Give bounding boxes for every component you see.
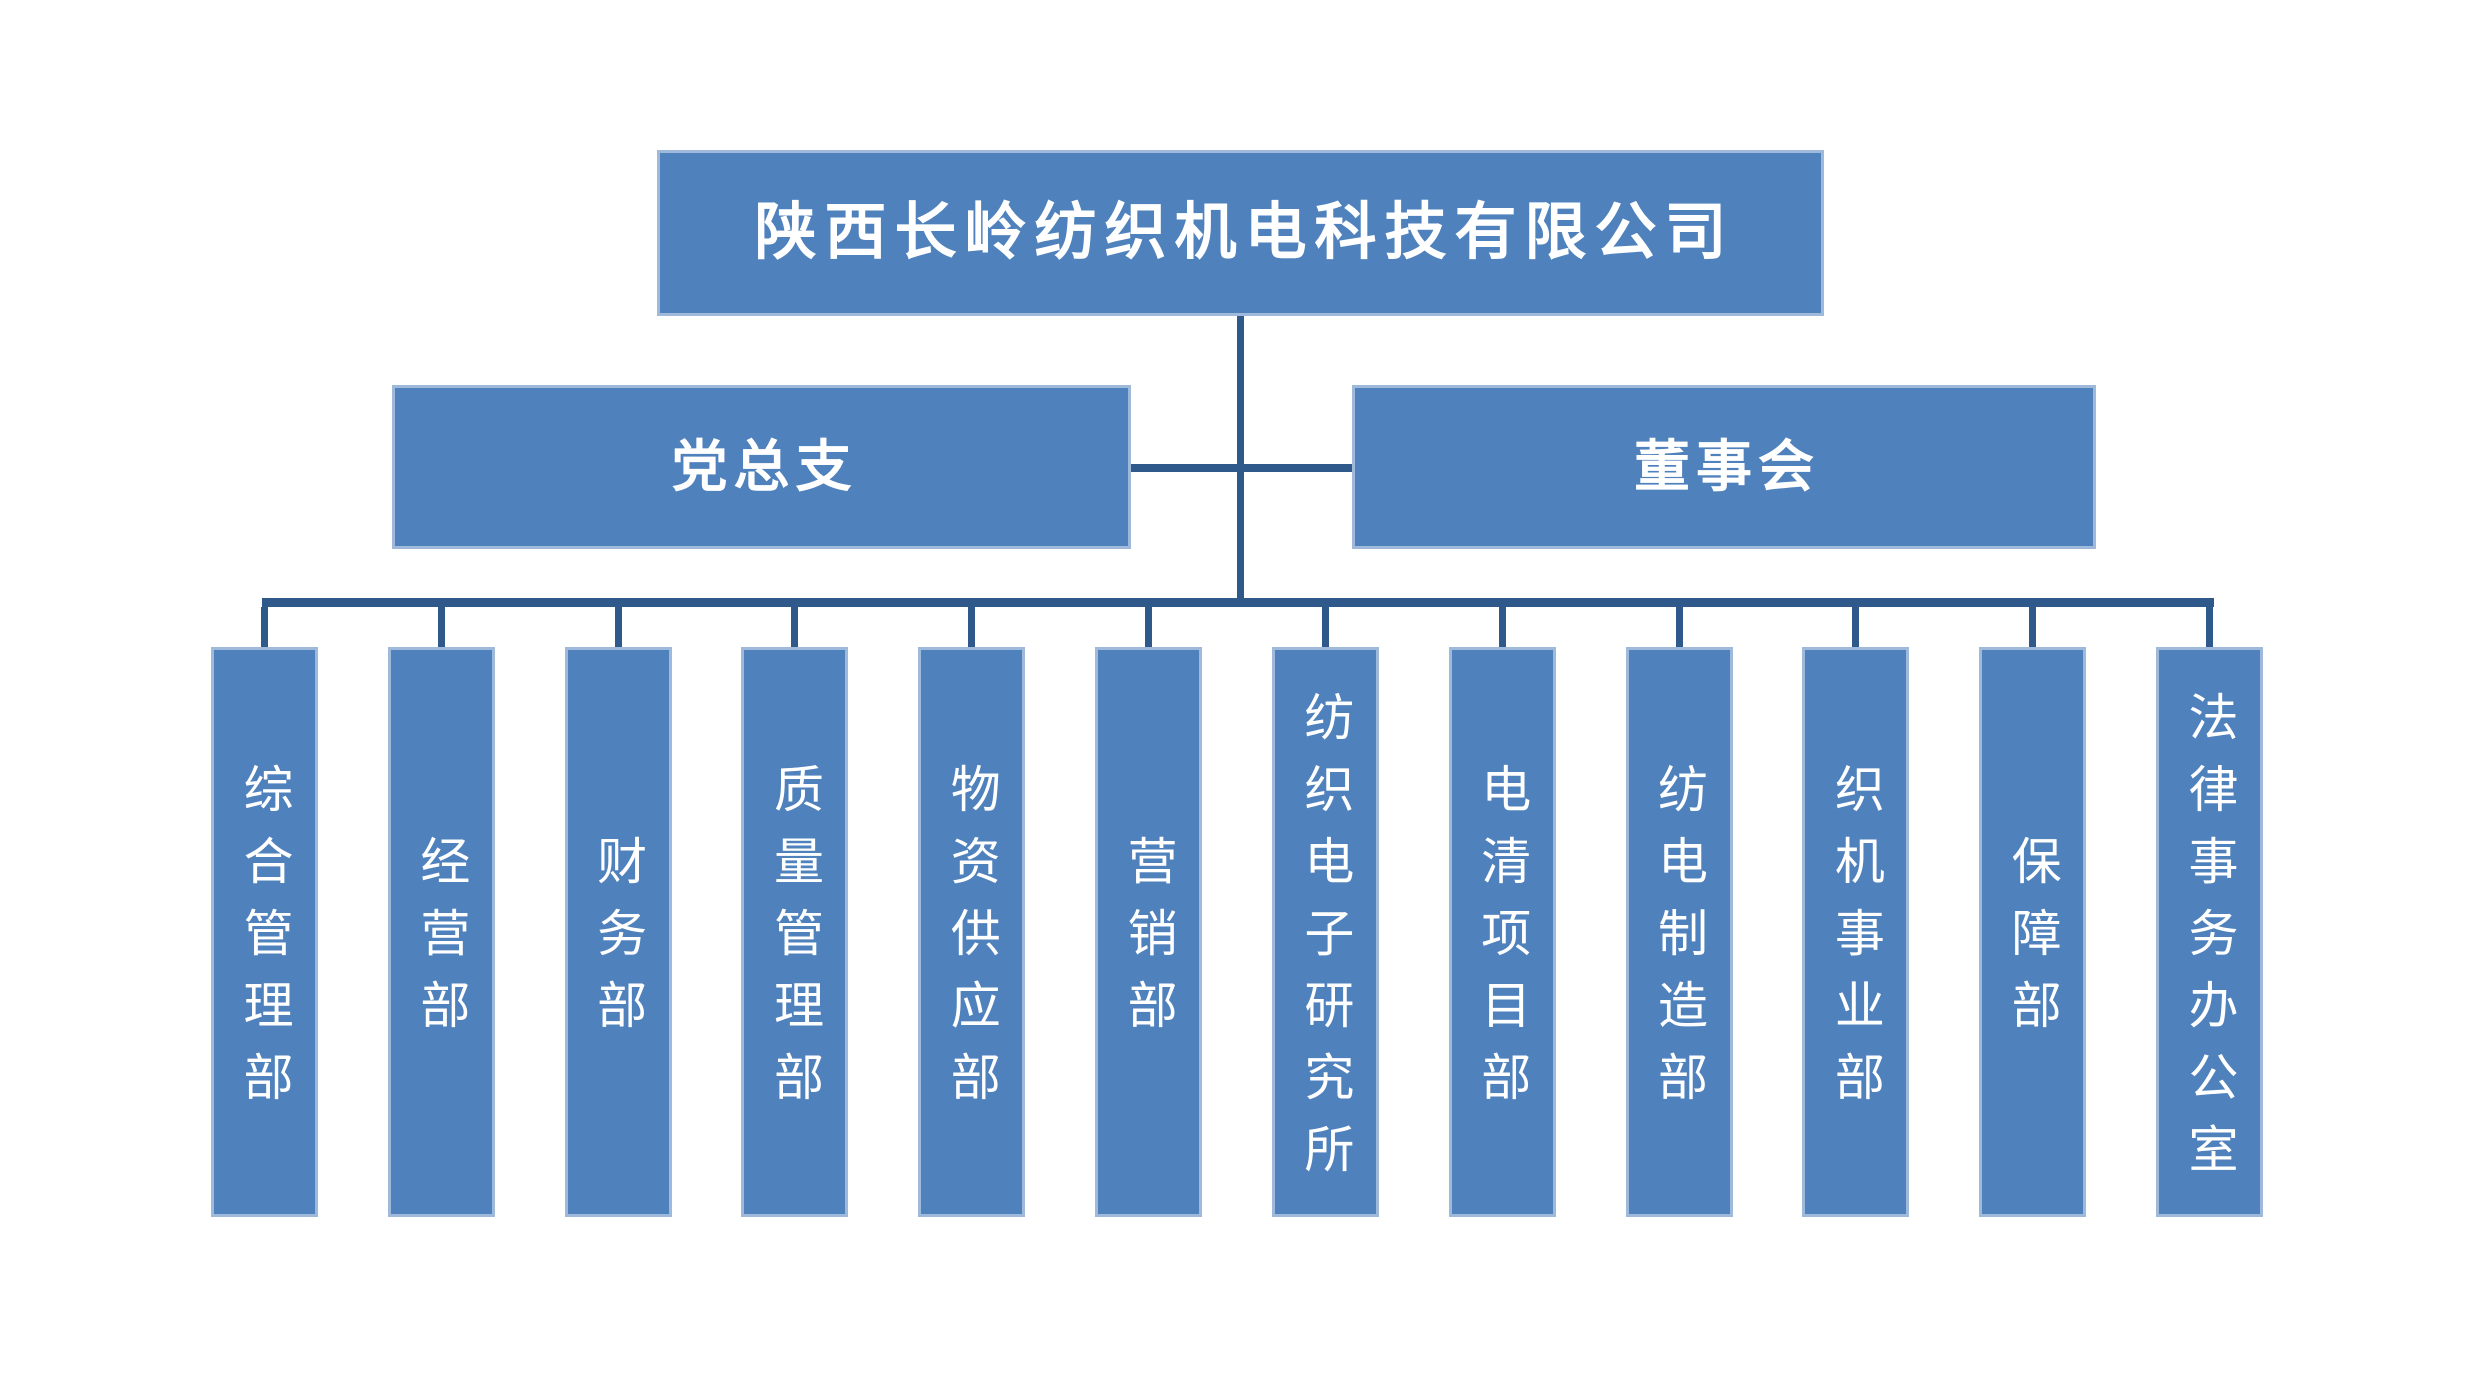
dept-label: 纺电制造部	[1651, 763, 1707, 1123]
dept-label: 物资供应部	[943, 763, 1000, 1123]
party-branch-label: 党总支	[671, 435, 858, 498]
departments-row: 综合管理部 经营部 财务部 质量管理部 物资供应部	[211, 607, 2263, 1217]
dept-label: 财务部	[590, 835, 647, 1051]
party-branch-box: 党总支	[392, 385, 1131, 549]
dept-unit: 物资供应部	[918, 607, 1026, 1217]
dept-box-textile-electronics-institute: 纺织电子研究所	[1271, 647, 1379, 1217]
connector-stub	[614, 607, 622, 647]
connector-stub	[1675, 607, 1683, 647]
dept-label: 保障部	[2004, 835, 2061, 1051]
dept-box-support: 保障部	[1979, 647, 2087, 1217]
board-of-directors-label: 董事会	[1634, 435, 1820, 498]
connector-stub	[968, 607, 976, 647]
connector-stub	[791, 607, 799, 647]
dept-unit: 保障部	[1979, 607, 2087, 1217]
dept-label: 纺织电子研究所	[1297, 691, 1354, 1195]
dept-unit: 质量管理部	[741, 607, 849, 1217]
dept-unit: 电清项目部	[1448, 607, 1556, 1217]
dept-box-operations: 经营部	[387, 647, 495, 1217]
connector-stub	[1145, 607, 1153, 647]
dept-box-yarn-clearer-project: 电清项目部	[1448, 647, 1556, 1217]
connector-stub	[1852, 607, 1860, 647]
dept-box-marketing: 营销部	[1095, 647, 1203, 1217]
root-drop-connector-line	[1237, 316, 1244, 607]
connector-stub	[2205, 607, 2213, 647]
dept-box-legal-affairs-office: 法律事务办公室	[2155, 647, 2263, 1217]
dept-box-textile-electronics-manufacturing: 纺电制造部	[1625, 647, 1733, 1217]
connector-stub	[2029, 607, 2037, 647]
departments-bus-line	[262, 598, 2214, 607]
connector-stub	[261, 607, 268, 647]
dept-unit: 纺织电子研究所	[1271, 607, 1379, 1217]
dept-unit: 纺电制造部	[1625, 607, 1733, 1217]
connector-stub	[1498, 607, 1506, 647]
dept-label: 营销部	[1120, 835, 1177, 1051]
dept-box-quality-management: 质量管理部	[741, 647, 849, 1217]
dept-label: 织机事业部	[1827, 763, 1884, 1123]
dept-box-finance: 财务部	[564, 647, 672, 1217]
dept-unit: 经营部	[387, 607, 495, 1217]
dept-unit: 综合管理部	[211, 607, 318, 1217]
dept-label: 综合管理部	[236, 763, 293, 1123]
dept-label: 法律事务办公室	[2181, 691, 2238, 1195]
level2-horizontal-connector-line	[1128, 464, 1352, 472]
dept-box-loom-business: 织机事业部	[1802, 647, 1910, 1217]
root-company-label: 陕西长岭纺织机电科技有限公司	[754, 198, 1735, 267]
dept-unit: 营销部	[1095, 607, 1203, 1217]
board-of-directors-box: 董事会	[1352, 385, 2096, 549]
dept-unit: 织机事业部	[1802, 607, 1910, 1217]
dept-unit: 财务部	[564, 607, 672, 1217]
connector-stub	[437, 607, 445, 647]
dept-unit: 法律事务办公室	[2155, 607, 2263, 1217]
dept-box-general-management: 综合管理部	[211, 647, 318, 1217]
root-company-box: 陕西长岭纺织机电科技有限公司	[657, 150, 1824, 316]
dept-label: 质量管理部	[766, 763, 823, 1123]
connector-stub	[1321, 607, 1329, 647]
dept-label: 经营部	[413, 835, 470, 1051]
dept-box-material-supply: 物资供应部	[918, 647, 1026, 1217]
dept-label: 电清项目部	[1474, 763, 1531, 1123]
